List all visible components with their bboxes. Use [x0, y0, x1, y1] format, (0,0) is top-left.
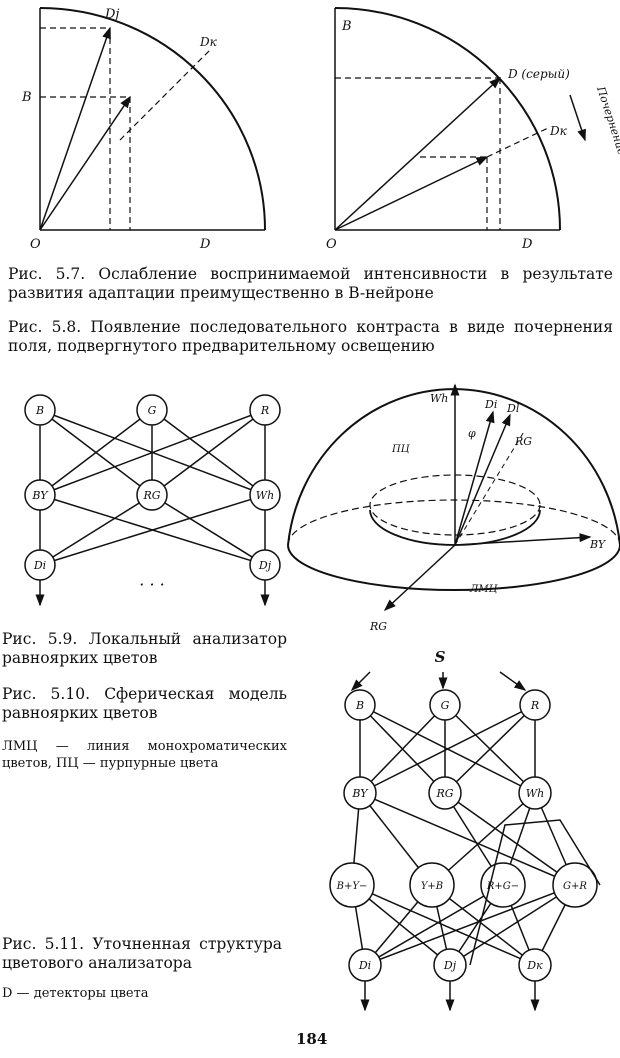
fig-5-9-caption: Рис. 5.9. Локальный анализатор равноярки… [2, 630, 287, 667]
page-number: 184 [296, 1030, 328, 1048]
neuron-node [519, 689, 551, 721]
connection-line [39, 409, 153, 496]
label: ПЦ [391, 444, 411, 455]
node-label: R+G− [486, 881, 519, 892]
label: BY [589, 538, 607, 551]
label: Wh [430, 392, 448, 405]
connection-line [364, 884, 576, 966]
fig-5-8-caption: Рис. 5.8. Появление последовательного ко… [8, 318, 613, 355]
node-label: Dj [258, 559, 272, 572]
fig-5-10-diagram: Wh Di Dl φ ПЦ RG BY ЛМЦ RG [287, 383, 620, 633]
node-label: Di [358, 959, 371, 972]
node-label: G [148, 404, 157, 417]
connection-line [39, 494, 153, 566]
neuron-node [428, 776, 462, 810]
input-arrow [499, 671, 527, 691]
neuron-node [429, 689, 461, 721]
node-label: BY [351, 787, 369, 800]
connection-line [39, 494, 266, 566]
node-label: BY [31, 489, 49, 502]
node-label: R [260, 404, 269, 417]
fig-5-11-caption: Рис. 5.11. Уточненная структура цветовог… [2, 935, 282, 972]
connection-line [359, 704, 446, 794]
label: D (серый) [507, 67, 570, 81]
label: Dl [506, 402, 520, 415]
neuron-node [136, 479, 168, 511]
node-label: B+Y− [336, 881, 368, 892]
fig-5-7-caption: Рис. 5.7. Ослабление воспринимаемой инте… [8, 265, 613, 302]
node-label: Y+B [421, 881, 443, 892]
connection-line [151, 409, 266, 496]
label: φ [468, 427, 476, 440]
neuron-node [24, 394, 56, 426]
connection-line [359, 792, 576, 886]
label: Di [484, 398, 497, 411]
node-label: Dк [526, 959, 543, 972]
fig-5-7-diagram: O D B Dj Dк [21, 7, 266, 252]
connection-line [351, 884, 536, 966]
neuron-node [329, 862, 375, 908]
neuron-node [552, 862, 598, 908]
fig-5-8-diagram: B O D D (серый) Dк Почернение [326, 7, 620, 252]
fig-5-10-caption: Рис. 5.10. Сферическая модель равноярких… [2, 685, 287, 722]
neuron-node [343, 776, 377, 810]
node-label: G [441, 699, 450, 712]
label: O [30, 237, 41, 252]
node-label: Wh [526, 787, 544, 800]
connection-line [359, 704, 536, 794]
label: Почернение [594, 84, 620, 157]
connection-line [39, 409, 266, 496]
node-label: RG [142, 489, 160, 502]
label: B [21, 90, 32, 105]
connection-line [444, 792, 576, 886]
input-arrow [350, 671, 371, 692]
node-label: G+R [563, 881, 587, 892]
fig-5-11-note: D — детекторы цвета [2, 986, 149, 1001]
node-label: B [35, 404, 44, 417]
label: B [341, 19, 352, 34]
label: D [521, 237, 533, 252]
node-label: Wh [256, 489, 274, 502]
node-label: Di [33, 559, 46, 572]
label: O [326, 237, 337, 252]
connection-line [431, 792, 536, 886]
connection-line [364, 884, 504, 966]
connection-line [449, 884, 576, 966]
ellipsis: · · · [139, 575, 164, 594]
neuron-node [409, 862, 455, 908]
neuron-node [249, 394, 281, 426]
label: RG [369, 620, 387, 633]
neuron-node [136, 394, 168, 426]
connection-line [469, 819, 601, 966]
neuron-node [24, 479, 56, 511]
node-label: RG [435, 787, 453, 800]
neuron-node [518, 776, 552, 810]
label: D [199, 237, 211, 252]
input-label: S [435, 648, 446, 666]
connection-line [151, 494, 266, 566]
node-label: B [355, 699, 364, 712]
label: RG [514, 435, 532, 448]
node-label: Dj [443, 959, 457, 972]
label: Dк [549, 124, 568, 138]
neuron-node [249, 479, 281, 511]
node-label: R [530, 699, 539, 712]
connection-line [444, 704, 536, 794]
label: ЛМЦ [469, 584, 499, 595]
label: Dj [104, 7, 119, 22]
fig-5-10-note: ЛМЦ — линия монохроматических цветов, ПЦ… [2, 739, 287, 771]
fig-5-11-diagram: B G R BY RG WhB+Y− Y+B R+G− G+R Di Dj Dк S [329, 648, 601, 1012]
label: Dк [199, 35, 218, 49]
